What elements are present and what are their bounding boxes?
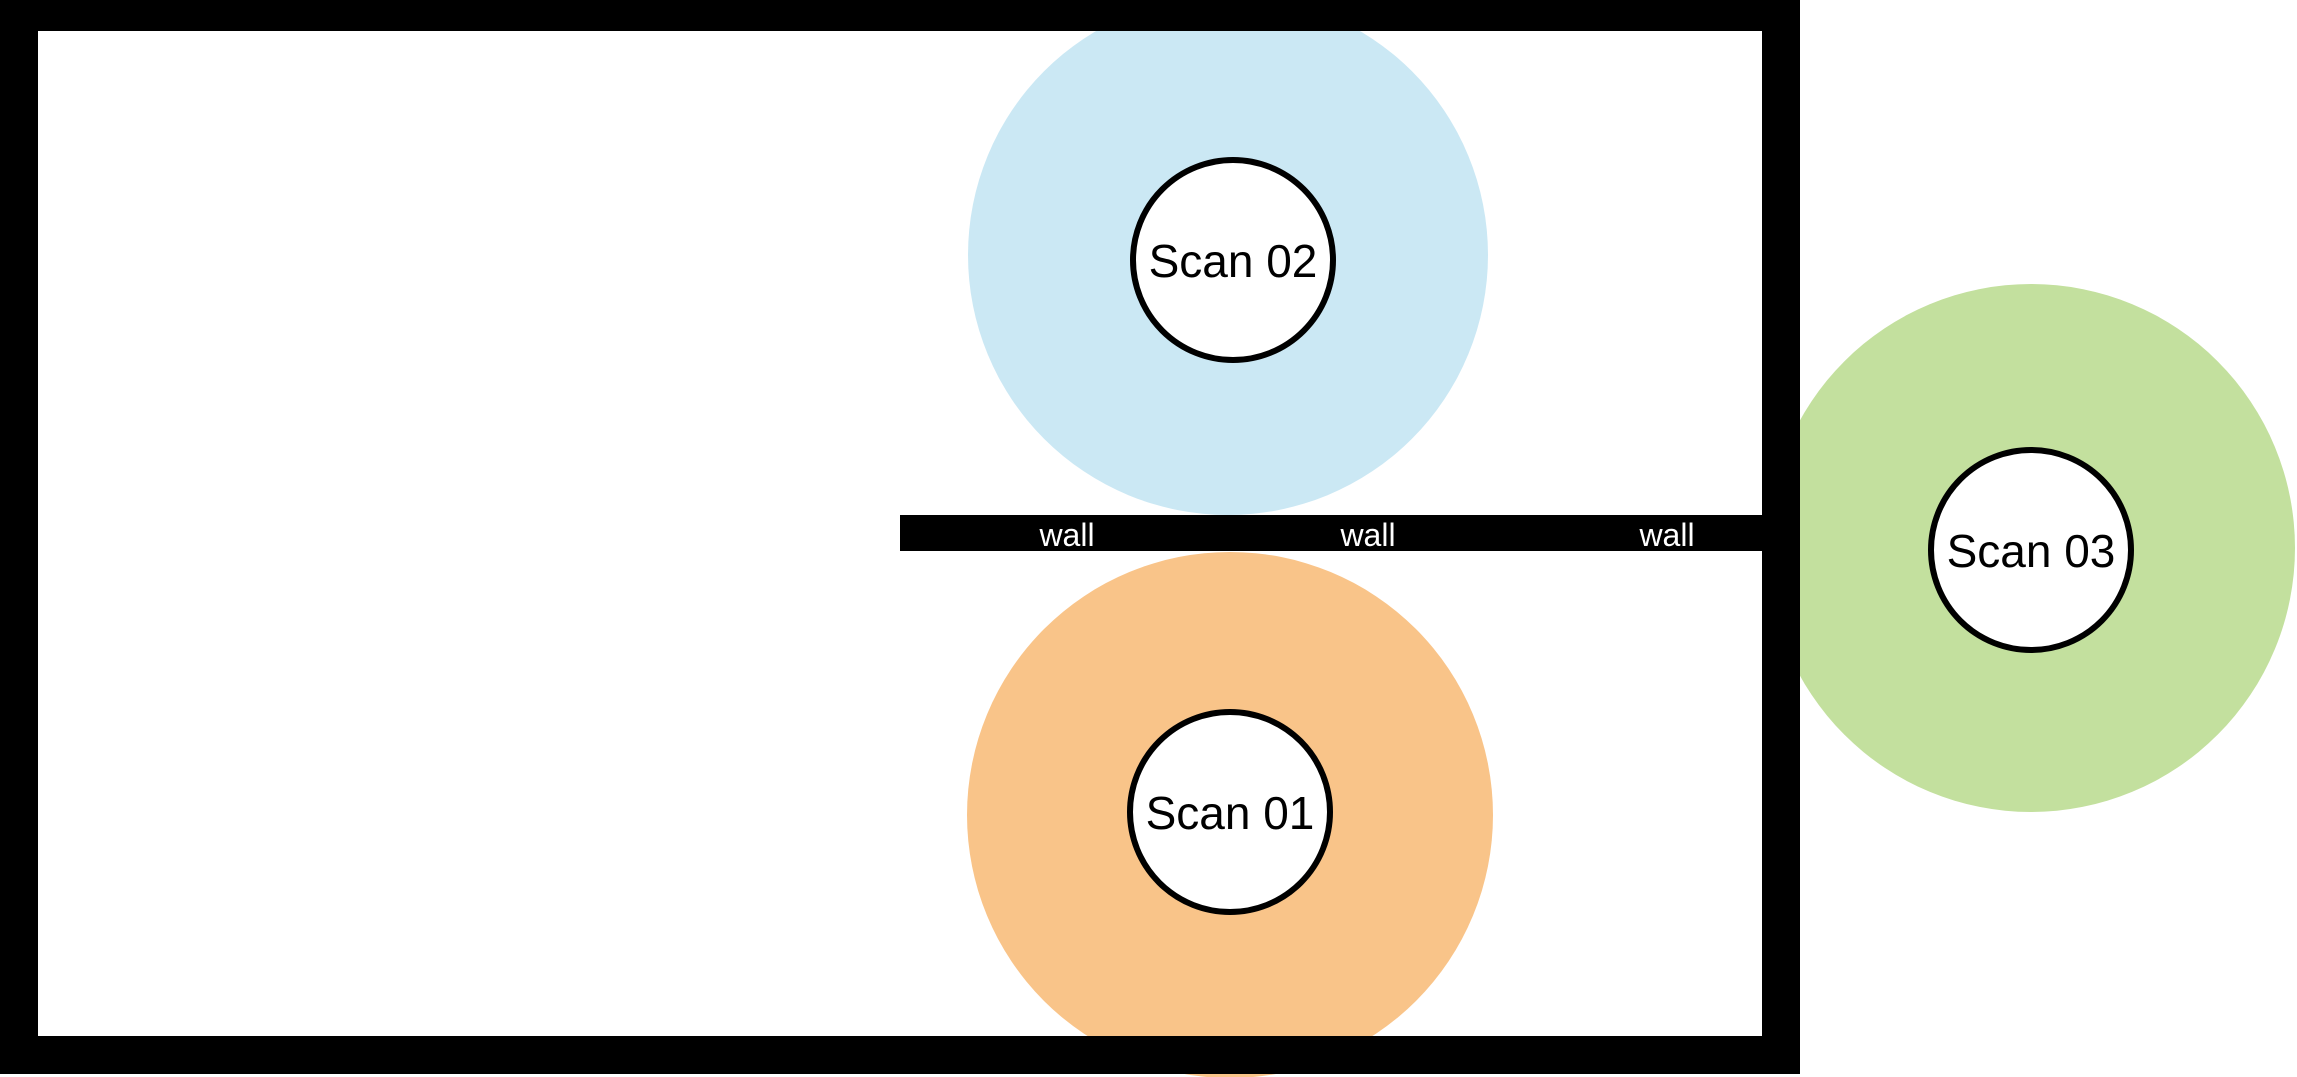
scan-03-label: Scan 03	[1947, 525, 2116, 577]
scan-02-node	[1130, 157, 1336, 363]
wall-bottom	[0, 1036, 1800, 1074]
wall-left	[0, 0, 38, 1074]
scan-01-node	[1127, 709, 1333, 915]
scan-03-node	[1928, 447, 2134, 653]
wall-label-2: wall	[1339, 517, 1395, 553]
wall-interior	[900, 515, 1763, 551]
wall-top	[0, 0, 1800, 31]
wall-label-1: wall	[1038, 517, 1094, 553]
scan-01-label: Scan 01	[1146, 787, 1315, 839]
scan-02-label: Scan 02	[1149, 235, 1318, 287]
wall-label-3: wall	[1638, 517, 1694, 553]
wall-right	[1762, 0, 1800, 1074]
